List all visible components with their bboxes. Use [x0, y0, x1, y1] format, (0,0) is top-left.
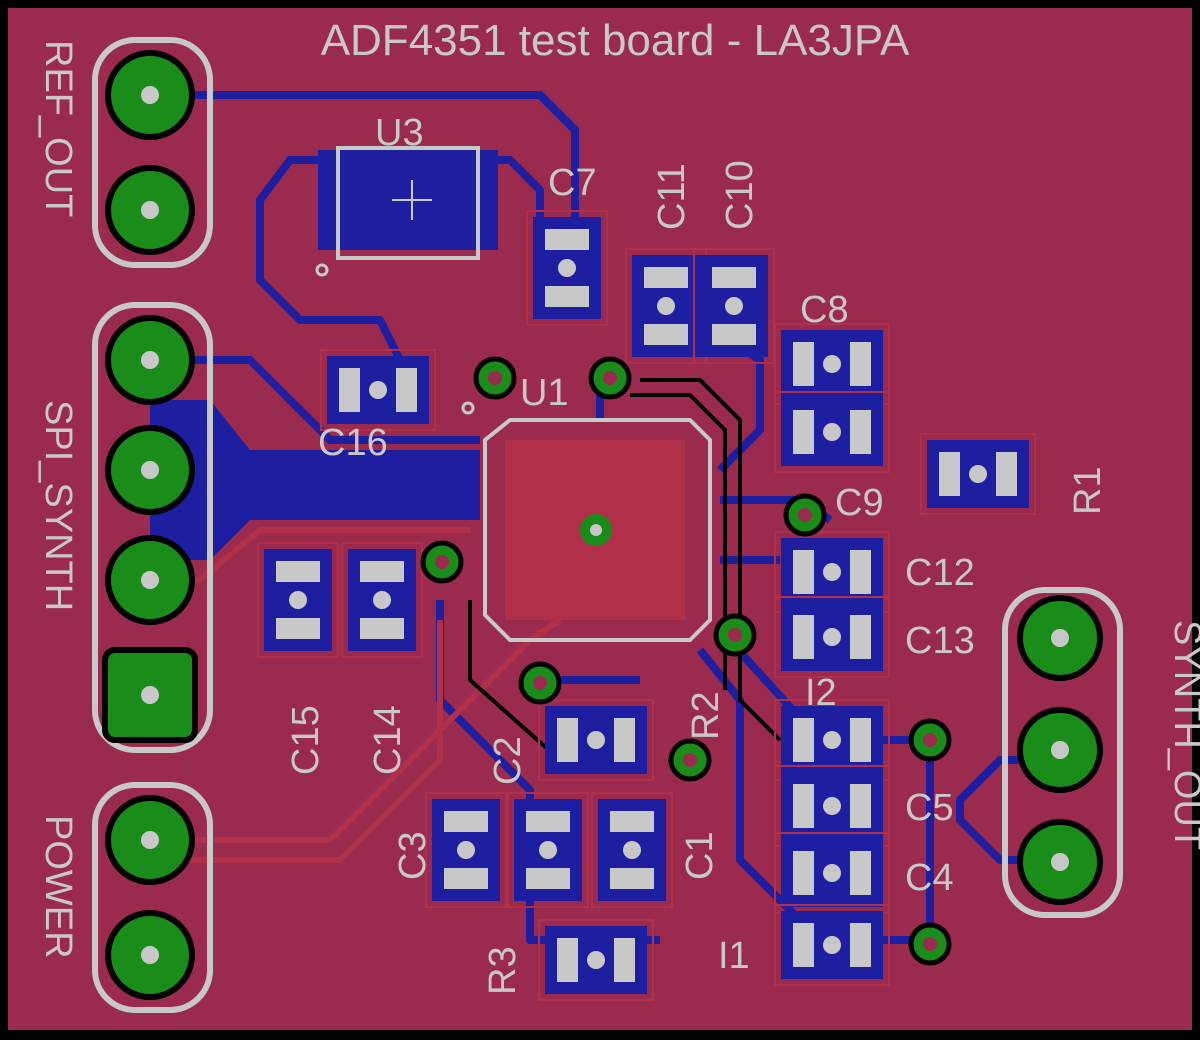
via-2	[588, 356, 632, 400]
r3-part	[538, 919, 654, 1001]
label-u1: U1	[520, 372, 569, 414]
c4-part	[774, 832, 890, 914]
i1-part	[774, 904, 890, 986]
label-c3: C3	[392, 831, 434, 880]
label-spi-synth: SPI_SYNTH	[37, 400, 79, 611]
label-c2: C2	[487, 736, 529, 785]
c13-part	[774, 596, 890, 678]
via-7	[668, 738, 712, 782]
c10-part	[693, 248, 775, 364]
r1-part	[920, 433, 1036, 515]
via-1	[473, 356, 517, 400]
label-synth-out: SYNTH_OUT	[1166, 620, 1200, 850]
board-title: ADF4351 test board - LA3JPA	[321, 16, 910, 65]
label-c5: C5	[905, 787, 954, 829]
u1-package	[461, 401, 712, 642]
c2-part	[507, 792, 589, 908]
r2-part	[538, 699, 654, 781]
label-c1: C1	[679, 831, 721, 880]
via-9	[908, 922, 952, 966]
c14-part	[341, 542, 423, 658]
via-6	[518, 661, 562, 705]
label-c9: C9	[835, 482, 884, 524]
keepout-traces	[468, 378, 782, 762]
label-r3: R3	[482, 946, 524, 995]
c16-part	[320, 349, 436, 431]
c5-part	[774, 765, 890, 847]
label-c14: C14	[367, 705, 409, 775]
i2-part	[774, 699, 890, 781]
label-r2: R2	[685, 691, 727, 740]
label-ref-out: REF_OUT	[37, 40, 79, 217]
smd-parts	[257, 210, 1036, 1001]
header-synth-out	[1002, 587, 1123, 918]
label-u3: U3	[375, 112, 424, 154]
label-power: POWER	[37, 815, 79, 959]
label-c4: C4	[905, 857, 954, 899]
via-4	[420, 540, 464, 584]
c11-part	[625, 248, 707, 364]
label-c7: C7	[548, 162, 597, 204]
c12-part	[774, 531, 890, 613]
vias	[420, 356, 952, 966]
label-c13: C13	[905, 620, 975, 662]
label-r1: R1	[1067, 466, 1109, 515]
label-c10: C10	[719, 160, 761, 230]
c8-part	[774, 323, 890, 405]
label-c15: C15	[285, 705, 327, 775]
c15-part	[257, 542, 339, 658]
label-c12: C12	[905, 552, 975, 594]
header-ref-out	[92, 37, 213, 268]
label-i1: I1	[718, 935, 750, 977]
c3-part	[425, 792, 507, 908]
via-3	[783, 493, 827, 537]
u3-package	[315, 146, 498, 277]
label-c16: C16	[318, 422, 388, 464]
c7-part	[526, 210, 608, 326]
header-spi-synth	[92, 302, 213, 753]
spi-copper-pour	[150, 400, 480, 560]
via-5	[713, 613, 757, 657]
label-c11: C11	[651, 163, 693, 230]
label-c8: C8	[800, 289, 849, 331]
via-8	[908, 718, 952, 762]
label-i2: I2	[805, 672, 837, 714]
c8b-part	[774, 391, 890, 473]
c1-part	[591, 792, 673, 908]
header-power	[92, 782, 213, 1013]
